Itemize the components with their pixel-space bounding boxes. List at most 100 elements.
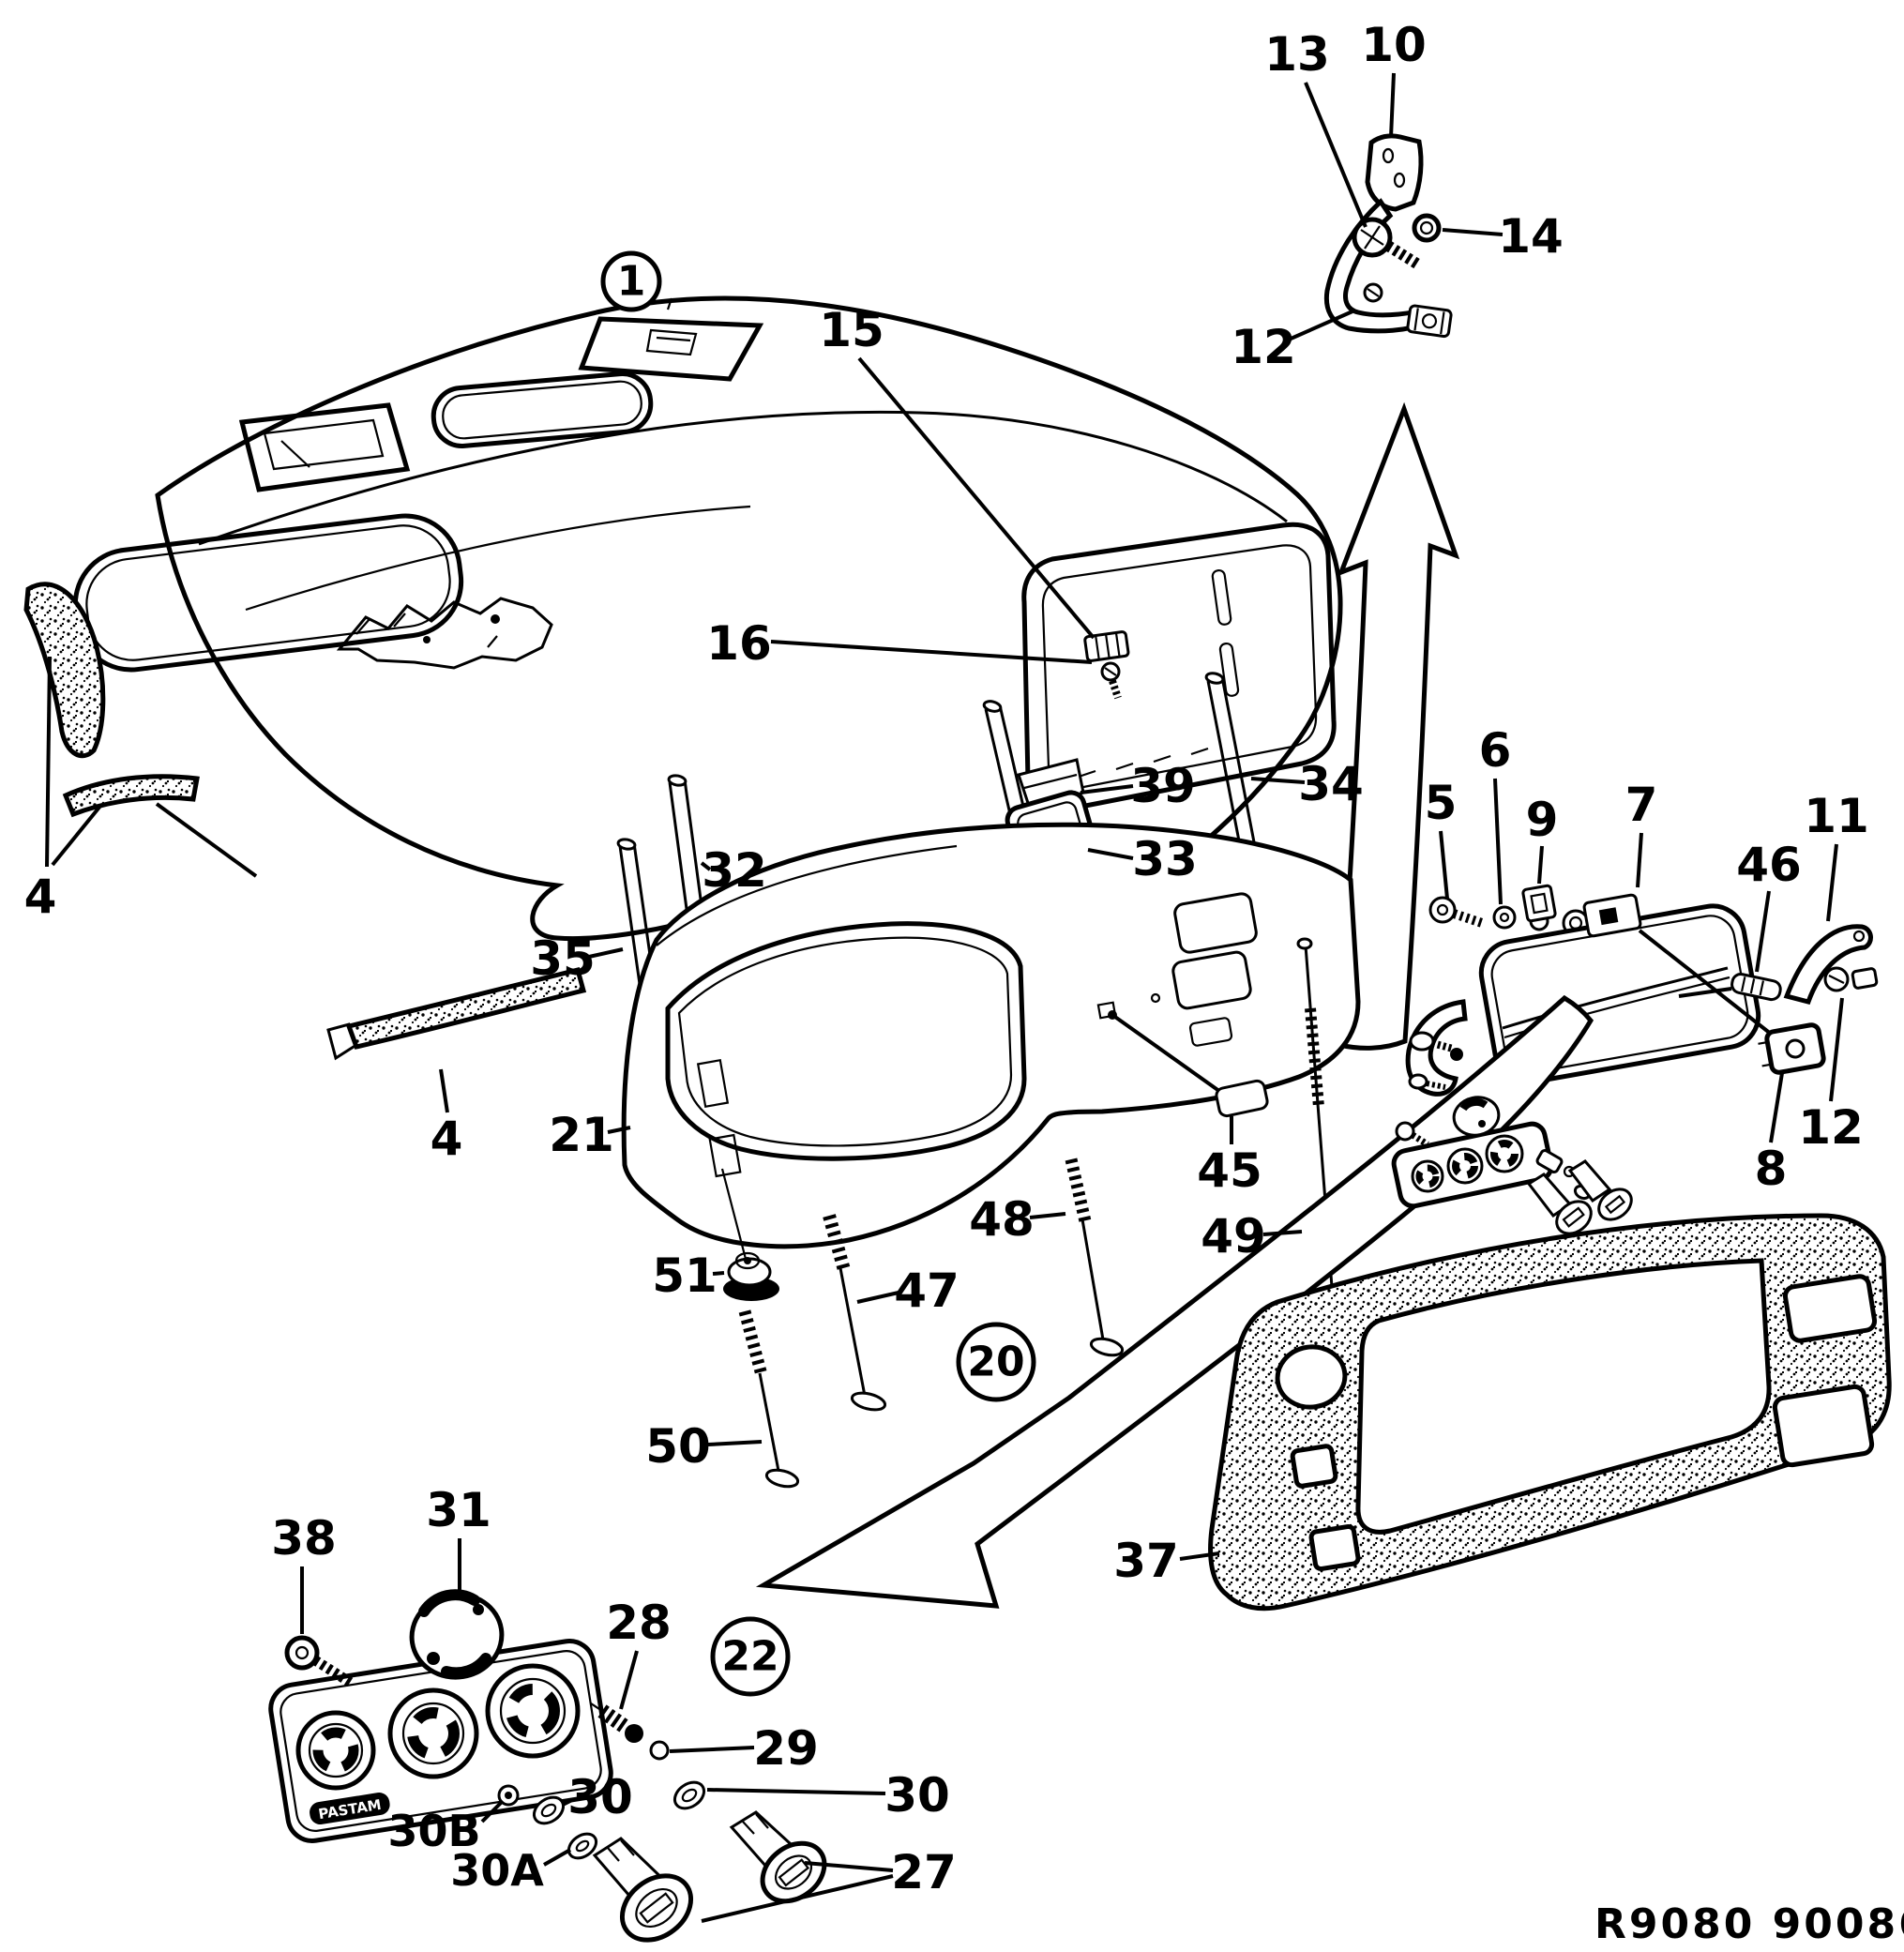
figure-reference-code: R9080 90086 bbox=[1594, 1900, 1904, 1948]
leader-34 bbox=[1250, 777, 1306, 784]
callout-circle-22 bbox=[710, 1616, 791, 1697]
door-latch-cutout bbox=[1582, 893, 1642, 938]
callout-34: 34 bbox=[1298, 757, 1364, 811]
callout-38: 38 bbox=[271, 1511, 337, 1566]
leader-33 bbox=[1087, 848, 1134, 860]
leader-4 bbox=[51, 803, 103, 867]
part-bolt-48 bbox=[1065, 1158, 1125, 1357]
leader-30A bbox=[543, 1848, 571, 1867]
callout-20: 20 bbox=[967, 1339, 1024, 1386]
part-bracket-10 bbox=[1365, 133, 1424, 212]
leader-4 bbox=[439, 1068, 449, 1113]
leader-30 bbox=[562, 1797, 575, 1807]
leader-8 bbox=[1769, 1072, 1784, 1143]
part-screw-13 bbox=[1352, 217, 1422, 270]
leader-12 bbox=[1829, 997, 1844, 1102]
callout-35: 35 bbox=[530, 931, 596, 986]
callout-7: 7 bbox=[1625, 778, 1658, 832]
leader-47 bbox=[856, 1291, 899, 1304]
pad-jagged-cutout bbox=[336, 597, 553, 670]
callout-47: 47 bbox=[894, 1264, 960, 1318]
leader-13 bbox=[1304, 82, 1368, 228]
leader-32 bbox=[700, 861, 712, 871]
callout-6: 6 bbox=[1479, 723, 1512, 778]
part-bolt-47 bbox=[823, 1214, 887, 1412]
pad-left-vent-opening bbox=[238, 402, 411, 492]
leader-37 bbox=[1179, 1551, 1220, 1561]
part-hinge-arm-11 bbox=[1783, 924, 1873, 1005]
callout-28: 28 bbox=[606, 1596, 672, 1650]
part-bolt-50 bbox=[720, 1168, 800, 1489]
leader-28 bbox=[619, 1650, 639, 1710]
pad-crease-line bbox=[198, 410, 1288, 546]
leader-11 bbox=[1826, 843, 1838, 922]
leader-39 bbox=[1080, 784, 1134, 794]
leader-4 bbox=[45, 656, 52, 868]
callout-51: 51 bbox=[652, 1248, 718, 1303]
callout-circle-20 bbox=[956, 1322, 1036, 1402]
callout-31: 31 bbox=[426, 1483, 491, 1537]
panel-badge bbox=[310, 1793, 390, 1825]
callout-11: 11 bbox=[1804, 789, 1869, 843]
callout-29: 29 bbox=[753, 1721, 819, 1776]
hook-end-fitting bbox=[1406, 304, 1453, 339]
callout-circle-1 bbox=[600, 250, 662, 312]
callout-30B: 30B bbox=[387, 1806, 480, 1856]
leader-9 bbox=[1537, 845, 1544, 885]
part-knob-27-right bbox=[729, 1810, 827, 1904]
part-hinge-bracket bbox=[1405, 999, 1468, 1097]
small-knob-b bbox=[1567, 1159, 1633, 1221]
leader-51 bbox=[712, 1271, 725, 1276]
callout-46: 46 bbox=[1736, 838, 1802, 892]
part-ring-29 bbox=[649, 1740, 670, 1761]
callout-50: 50 bbox=[645, 1419, 711, 1474]
callout-30: 30 bbox=[884, 1768, 950, 1823]
callout-12: 12 bbox=[1798, 1100, 1864, 1155]
part-trim-panel-37 bbox=[1208, 1213, 1892, 1612]
latch-link-line bbox=[1678, 987, 1732, 998]
part-spring-screw-28 bbox=[590, 1702, 643, 1743]
callout-21: 21 bbox=[549, 1108, 614, 1162]
part-washer-30-right bbox=[672, 1780, 706, 1810]
leader-21 bbox=[607, 1126, 631, 1134]
callout-14: 14 bbox=[1498, 209, 1564, 264]
callout-33: 33 bbox=[1132, 832, 1198, 886]
part-screw-38 bbox=[284, 1635, 354, 1687]
part-cam-disc-31 bbox=[409, 1589, 505, 1680]
leader-16 bbox=[770, 640, 1093, 664]
callout-30A: 30A bbox=[450, 1845, 544, 1896]
part-plug-45 bbox=[1111, 1013, 1269, 1118]
small-knob-a bbox=[1526, 1173, 1593, 1235]
part-lock-12 bbox=[1823, 966, 1879, 992]
callout-12: 12 bbox=[1231, 320, 1296, 374]
pad-crease-line-2 bbox=[245, 505, 751, 612]
leader-15 bbox=[857, 356, 1096, 640]
callout-48: 48 bbox=[969, 1192, 1035, 1247]
part-clip-15 bbox=[1083, 630, 1130, 662]
callout-16: 16 bbox=[706, 616, 772, 671]
part-screw-5 bbox=[1428, 896, 1484, 928]
leader-30B bbox=[480, 1799, 505, 1823]
pad-speaker-recess bbox=[431, 371, 654, 448]
callout-15: 15 bbox=[819, 303, 884, 357]
part-trim-strip-upper bbox=[23, 582, 106, 759]
pad-center-vent-opening bbox=[578, 297, 764, 382]
callout-30: 30 bbox=[567, 1770, 633, 1824]
callout-10: 10 bbox=[1361, 18, 1427, 72]
part-screw-16 bbox=[1100, 661, 1122, 700]
callout-1: 1 bbox=[617, 258, 646, 306]
part-clip-9 bbox=[1521, 884, 1557, 923]
part-heater-assembly-small bbox=[1391, 1096, 1633, 1235]
direction-arrow-up bbox=[1337, 401, 1460, 1051]
leader-29 bbox=[669, 1746, 755, 1753]
callout-32: 32 bbox=[702, 843, 767, 898]
leader-14 bbox=[1442, 228, 1504, 236]
callout-27: 27 bbox=[891, 1845, 957, 1899]
callout-13: 13 bbox=[1264, 27, 1330, 82]
leader-27 bbox=[804, 1861, 894, 1872]
leader-35 bbox=[588, 947, 624, 959]
part-heater-panel-22: PASTAM bbox=[268, 1639, 613, 1843]
part-knob-27-left bbox=[592, 1837, 694, 1943]
callout-49: 49 bbox=[1201, 1209, 1266, 1264]
callout-4: 4 bbox=[431, 1112, 463, 1166]
